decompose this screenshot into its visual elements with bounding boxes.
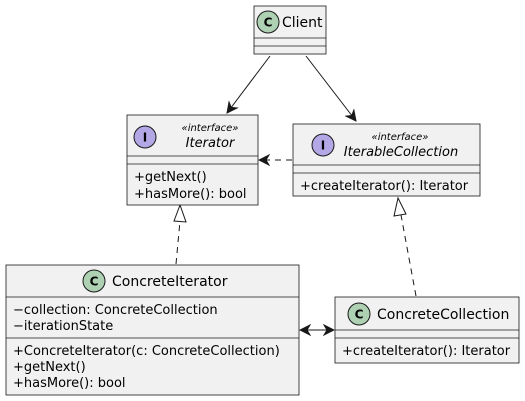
class-box (5, 264, 300, 396)
stereotype-label: «interface» (372, 132, 429, 143)
class-name: Iterator (186, 136, 236, 151)
attribute-item: −collection: ConcreteCollection (13, 303, 218, 318)
class-concreteiterator[interactable]: C ConcreteIterator −collection: Concrete… (5, 264, 300, 396)
stereotype-label: «interface» (182, 123, 239, 134)
class-badge-icon (82, 269, 106, 293)
method-item: +hasMore(): bool (13, 376, 126, 391)
class-badge-icon (256, 10, 280, 34)
interface-iterator[interactable]: I «interface» Iterator +getNext() +hasMo… (126, 114, 259, 206)
realization-arrowhead (393, 196, 407, 217)
realization-line (400, 214, 417, 297)
method-item: +createIterator(): Iterator (342, 344, 511, 359)
relation-client-iterator (227, 55, 271, 113)
method-item: +ConcreteIterator(c: ConcreteCollection) (13, 344, 280, 359)
realization-arrowhead (173, 203, 187, 223)
class-name: IterableCollection (344, 145, 458, 160)
badge-letter: C (264, 16, 273, 30)
class-client[interactable]: C Client (253, 5, 327, 55)
class-name: ConcreteCollection (377, 307, 509, 323)
badge-letter: I (321, 139, 325, 153)
badge-letter: I (143, 131, 147, 145)
relation-concreteiterator-iterator (173, 203, 187, 265)
interface-iterablecollection[interactable]: I «interface» IterableCollection +create… (292, 123, 481, 197)
association-line (305, 55, 356, 121)
class-badge-icon (347, 302, 371, 326)
attribute-item: −iterationState (13, 319, 113, 334)
interface-badge-icon (133, 125, 157, 149)
interface-badge-icon (311, 133, 335, 157)
class-name: Client (282, 15, 323, 31)
realization-line (175, 220, 181, 265)
method-item: +hasMore(): bool (134, 187, 247, 202)
relation-client-iterablecollection (305, 55, 356, 121)
badge-letter: C (90, 275, 99, 289)
relation-concretecollection-iterablecollection (393, 196, 417, 297)
method-item: +getNext() (13, 360, 86, 375)
method-item: +createIterator(): Iterator (300, 179, 469, 194)
class-concretecollection[interactable]: C ConcreteCollection +createIterator(): … (334, 296, 520, 364)
badge-letter: C (355, 308, 364, 322)
association-line (227, 55, 271, 113)
class-name: ConcreteIterator (112, 274, 228, 290)
method-item: +getNext() (134, 170, 207, 185)
